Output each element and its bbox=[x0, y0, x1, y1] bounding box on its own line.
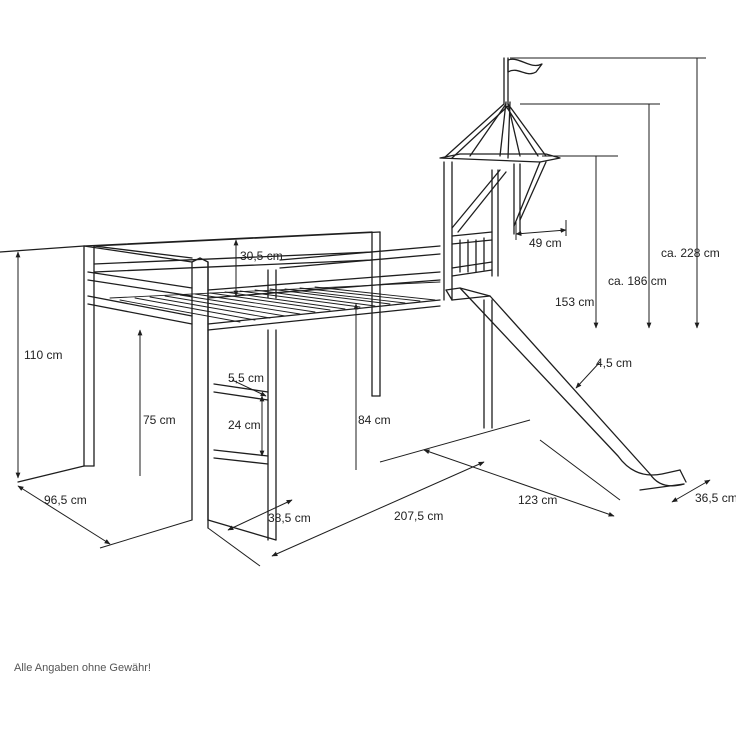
dimension-lines bbox=[15, 57, 711, 567]
label-rail-height: 30,5 cm bbox=[240, 249, 283, 263]
label-under-bed-height: 75 cm bbox=[143, 413, 176, 427]
label-total-height-roof: ca. 186 cm bbox=[608, 274, 667, 288]
label-bed-width: 96,5 cm bbox=[44, 493, 87, 507]
tower bbox=[439, 57, 561, 301]
label-ladder-width: 38,5 cm bbox=[268, 511, 311, 525]
label-tower-platform-height: 153 cm bbox=[555, 295, 594, 309]
label-total-height-flag: ca. 228 cm bbox=[661, 246, 720, 260]
ladder bbox=[207, 261, 277, 541]
label-tower-width: 49 cm bbox=[529, 236, 562, 250]
label-mattress-height: 84 cm bbox=[358, 413, 391, 427]
label-slide-length: 123 cm bbox=[518, 493, 557, 507]
label-slide-width: 36,5 cm bbox=[695, 491, 736, 505]
label-rung-offset: 5,5 cm bbox=[228, 371, 264, 385]
label-bed-height: 110 cm bbox=[24, 348, 62, 362]
disclaimer-text: Alle Angaben ohne Gewähr! bbox=[14, 662, 151, 674]
bed-frame bbox=[0, 231, 493, 521]
label-slide-rail: 4,5 cm bbox=[596, 356, 632, 370]
label-rung-spacing: 24 cm bbox=[228, 418, 261, 432]
label-bed-length: 207,5 cm bbox=[394, 509, 443, 523]
